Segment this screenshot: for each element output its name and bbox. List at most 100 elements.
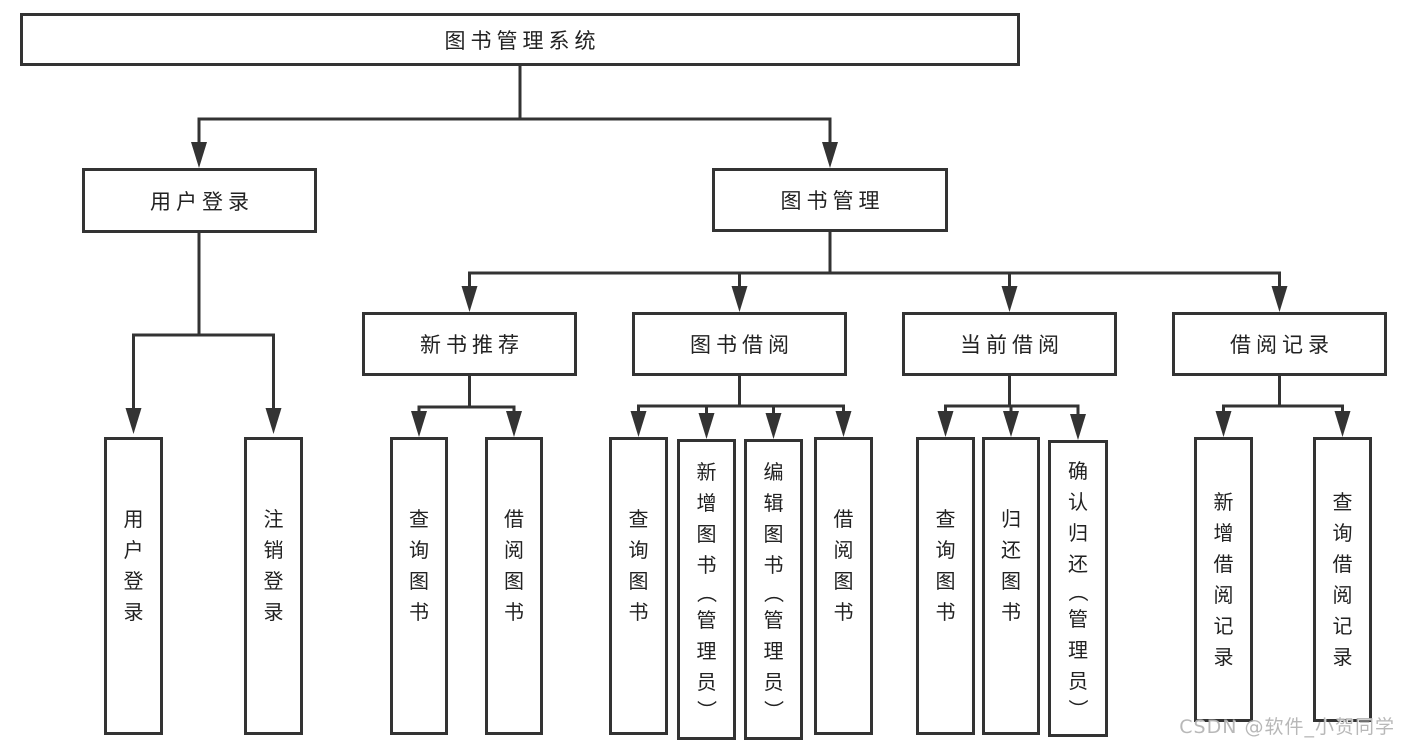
- node-label: 用户登录: [150, 189, 254, 214]
- node-book-management: 图书管理: [712, 168, 948, 232]
- node-label-char: 询: [628, 538, 649, 562]
- node-label-char: 阅: [1332, 582, 1353, 607]
- node-leaf-br-query-record: 查询借阅记录: [1313, 437, 1372, 722]
- node-leaf-bb-borrow-books: 借阅图书: [814, 437, 873, 735]
- node-label-char: 书: [763, 553, 784, 577]
- node-label-char: 管: [763, 608, 784, 632]
- node-label-char: 阅: [1213, 582, 1234, 607]
- node-label-char: 查: [628, 507, 649, 531]
- node-label-char: 辑: [763, 491, 784, 515]
- node-leaf-nb-query-books: 查询图书: [390, 437, 448, 735]
- node-label-char: 登: [123, 569, 144, 593]
- node-label-char: 录: [263, 600, 284, 624]
- node-label-char: 员: [1068, 669, 1088, 693]
- node-label: 当前借阅: [960, 333, 1064, 357]
- node-label-char: 员: [696, 670, 717, 694]
- node-leaf-bb-query-books: 查询图书: [609, 437, 668, 735]
- node-borrowing-records: 借阅记录: [1172, 312, 1387, 376]
- node-label-char: ）: [694, 700, 719, 720]
- node-book-borrowing: 图书借阅: [632, 312, 847, 376]
- node-label-char: ）: [1066, 699, 1090, 719]
- node-label-char: 认: [1068, 490, 1088, 514]
- node-label: 图书管理: [780, 189, 885, 213]
- node-label-char: 员: [763, 670, 784, 694]
- node-label-char: 管: [1068, 607, 1088, 631]
- node-label-char: （: [694, 583, 719, 603]
- node-label-char: 图: [1001, 569, 1021, 593]
- node-label-char: 理: [696, 639, 717, 663]
- node-label-char: （: [1066, 582, 1090, 602]
- node-label-char: 图: [763, 522, 784, 546]
- node-label-char: 增: [696, 491, 717, 515]
- node-label-char: 录: [123, 600, 144, 624]
- node-label-char: 归: [1001, 507, 1021, 531]
- node-label-char: 用: [123, 507, 144, 531]
- node-leaf-cb-query-books: 查询图书: [916, 437, 975, 735]
- node-label-char: 登: [263, 569, 284, 593]
- node-label-char: （: [761, 583, 786, 603]
- node-label: 图书借阅: [690, 333, 794, 357]
- node-label-char: 借: [504, 507, 524, 531]
- node-label-char: 确: [1068, 459, 1088, 483]
- node-label-char: 询: [935, 538, 956, 562]
- node-label-char: 图: [409, 569, 429, 593]
- node-label-char: 书: [409, 600, 429, 624]
- node-label-char: 借: [833, 507, 854, 531]
- node-label-char: 理: [763, 639, 784, 663]
- node-leaf-br-add-record: 新增借阅记录: [1194, 437, 1253, 722]
- node-label-char: ）: [761, 700, 786, 720]
- node-label-char: 增: [1213, 520, 1234, 545]
- node-label-char: 户: [123, 538, 144, 562]
- node-current-borrowing: 当前借阅: [902, 312, 1117, 376]
- node-label-char: 还: [1001, 538, 1021, 562]
- node-label-char: 图: [833, 569, 854, 593]
- node-label-char: 书: [628, 600, 649, 624]
- node-label-char: 新: [696, 460, 717, 484]
- node-label-char: 图: [628, 569, 649, 593]
- node-label-char: 编: [763, 460, 784, 484]
- node-label-char: 书: [935, 600, 956, 624]
- node-label-char: 借: [1213, 551, 1234, 576]
- node-label-char: 借: [1332, 551, 1353, 576]
- node-label: 新书推荐: [420, 333, 524, 357]
- node-label-char: 书: [696, 553, 717, 577]
- node-label: 借阅记录: [1230, 333, 1334, 357]
- node-leaf-logout: 注销登录: [244, 437, 303, 735]
- node-label-char: 记: [1213, 613, 1234, 638]
- node-leaf-bb-edit-books: 编辑图书 （ 管理员 ）: [744, 439, 803, 740]
- node-leaf-user-login: 用户登录: [104, 437, 163, 735]
- node-label-char: 书: [1001, 600, 1021, 624]
- node-label-char: 还: [1068, 552, 1088, 576]
- node-label-char: 书: [504, 600, 524, 624]
- node-label-char: 归: [1068, 521, 1088, 545]
- node-leaf-cb-return-books: 归还图书: [982, 437, 1040, 735]
- node-label-char: 询: [1332, 520, 1353, 545]
- node-label-char: 新: [1213, 489, 1234, 514]
- watermark: CSDN @软件_小贺同学: [1179, 716, 1395, 738]
- node-new-book-recommend: 新书推荐: [362, 312, 577, 376]
- node-label-char: 图: [504, 569, 524, 593]
- node-leaf-cb-confirm-return: 确认归还（管理员）: [1048, 440, 1108, 737]
- node-label-char: 管: [696, 608, 717, 632]
- node-leaf-nb-borrow-books: 借阅图书: [485, 437, 543, 735]
- node-root: 图书管理系统: [20, 13, 1020, 66]
- node-user-login: 用户登录: [82, 168, 317, 233]
- node-label-char: 查: [409, 507, 429, 531]
- node-label-char: 图: [696, 522, 717, 546]
- node-label-char: 询: [409, 538, 429, 562]
- node-label-char: 录: [1332, 644, 1353, 669]
- node-label-char: 销: [263, 538, 284, 562]
- node-label-char: 注: [263, 507, 284, 531]
- node-label-char: 图: [935, 569, 956, 593]
- node-label-char: 记: [1332, 613, 1353, 638]
- node-label-char: 查: [1332, 489, 1353, 514]
- node-label-char: 书: [833, 600, 854, 624]
- node-label-char: 阅: [504, 538, 524, 562]
- node-leaf-bb-add-books: 新增图书 （ 管理员 ）: [677, 439, 736, 740]
- node-label: 图书管理系统: [444, 28, 601, 53]
- node-label-char: 阅: [833, 538, 854, 562]
- node-label-char: 查: [935, 507, 956, 531]
- node-label-char: 录: [1213, 644, 1234, 669]
